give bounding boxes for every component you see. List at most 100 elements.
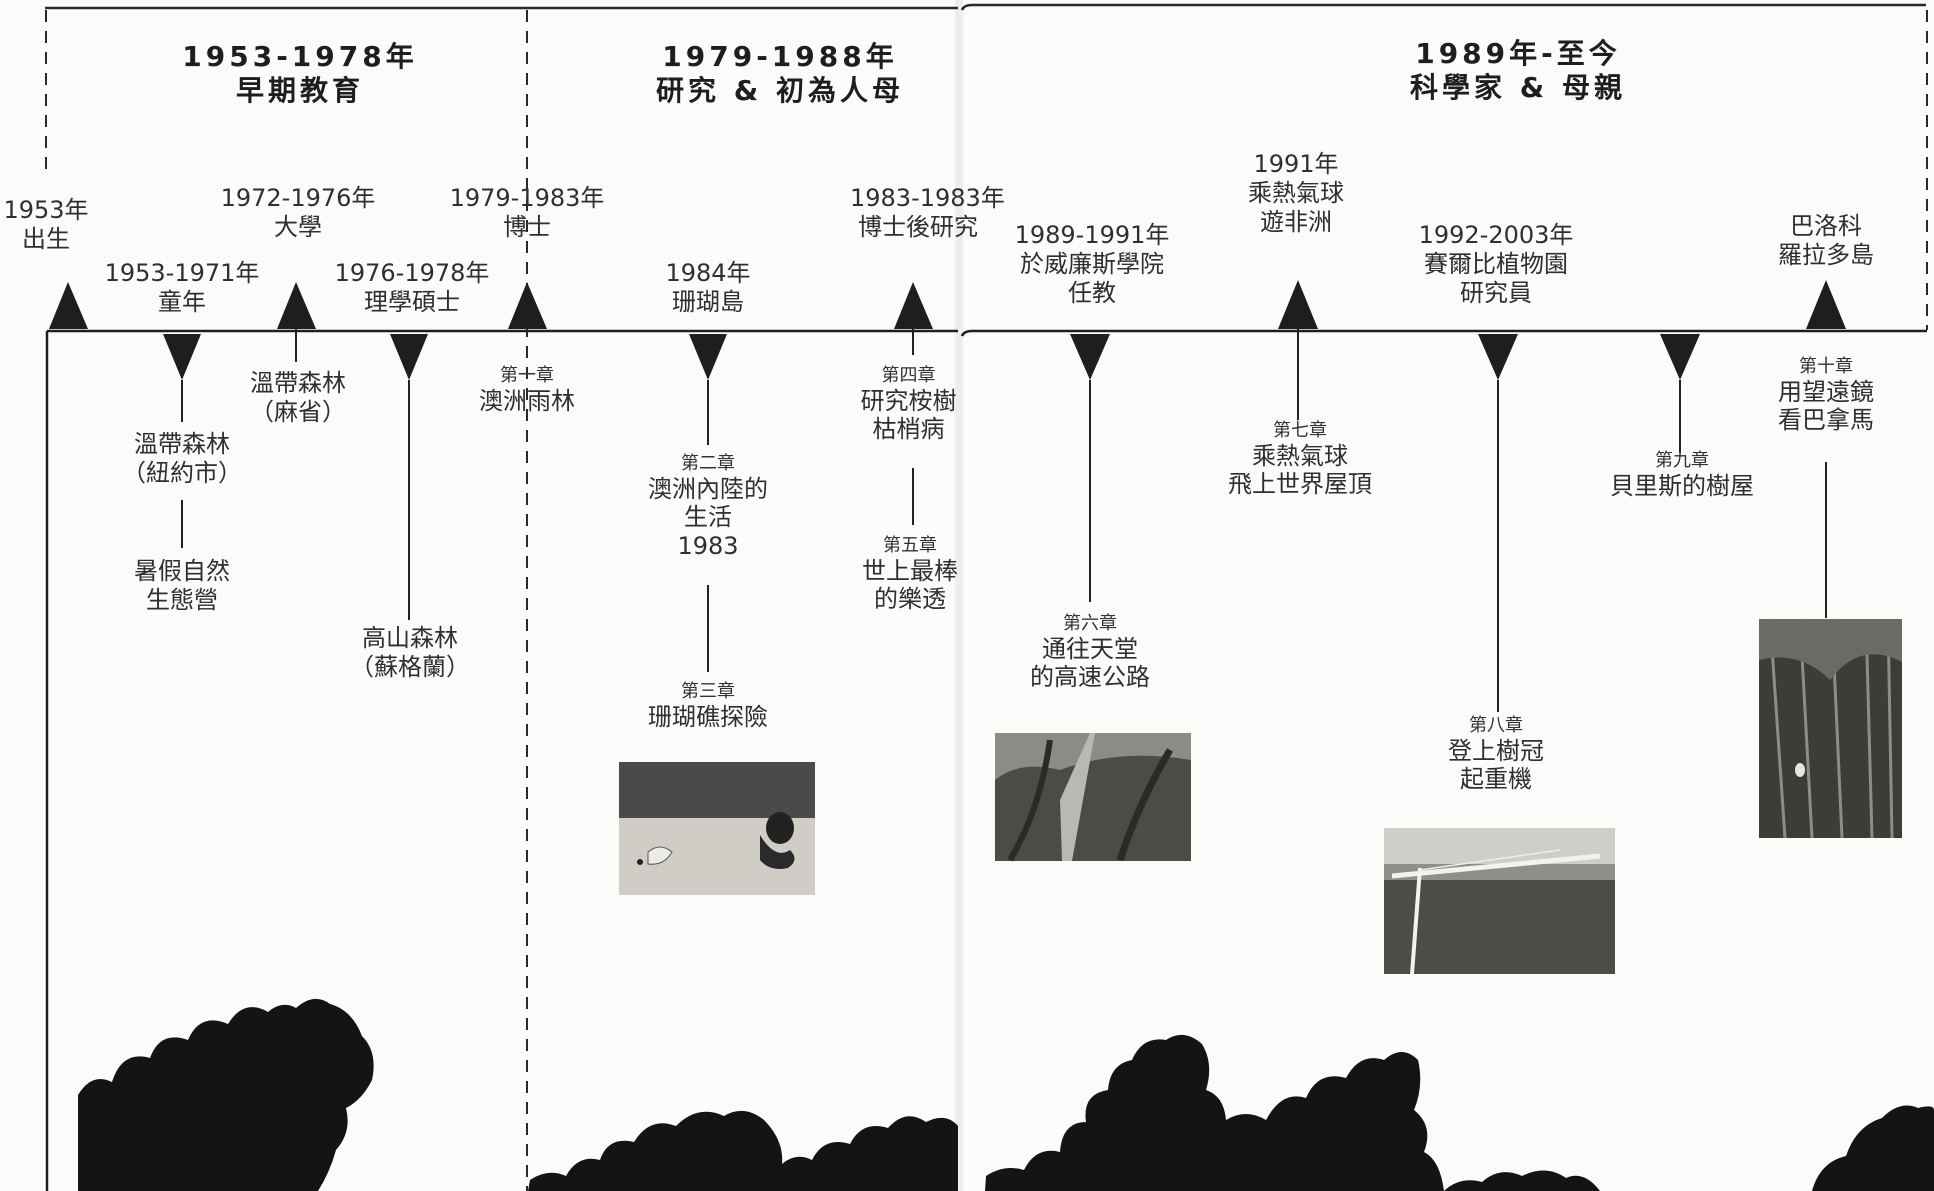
top-border-right: [960, 3, 1926, 11]
event-1953: 1953年 出生: [3, 196, 88, 254]
chapter-title: 登上樹冠: [1448, 736, 1544, 765]
place-text: （蘇格蘭）: [350, 652, 470, 681]
place-highland-forest-scotland: 高山森林 （蘇格蘭）: [350, 624, 470, 682]
event-1992-2003: 1992-2003年 賽爾比植物園 研究員: [1419, 221, 1574, 307]
chapter-7: 第七章 乘熱氣球 飛上世界屋頂: [1228, 420, 1372, 499]
event-text: 出生: [21, 224, 70, 253]
chapter-4: 第四章 研究桉樹 枯梢病: [860, 365, 957, 444]
tree-cluster-2: [528, 1110, 958, 1191]
event-1979-1983: 1979-1983年 博士: [450, 184, 605, 242]
event-text: 研究員: [1459, 278, 1532, 307]
event-text: 大學: [273, 212, 322, 241]
chapter-number: 第十章: [1799, 356, 1853, 377]
place-text: （紐約市）: [122, 458, 242, 487]
tree-cluster-5: [1812, 1105, 1934, 1191]
chapter-3: 第三章 珊瑚礁探險: [648, 681, 768, 731]
tree-cluster-1: [78, 998, 374, 1191]
event-date: 1989-1991年: [1014, 221, 1170, 249]
chapter-title: 飛上世界屋頂: [1228, 470, 1372, 499]
chapter-title: 起重機: [1460, 765, 1532, 794]
chapter-number: 第八章: [1469, 715, 1523, 736]
event-1989-1991: 1989-1991年 於威廉斯學院 任教: [1015, 221, 1170, 307]
event-marker-1991: [1278, 280, 1318, 329]
event-text: 任教: [1067, 278, 1116, 307]
event-marker-belize: [1660, 334, 1700, 380]
event-marker-1989: [1070, 334, 1110, 380]
chapter-title: 的樂透: [874, 585, 946, 614]
period-heading-1: 1953-1978年 早期教育: [182, 40, 417, 107]
event-marker-1984: [689, 334, 727, 380]
chapter-title: 用望遠鏡: [1778, 377, 1874, 406]
chapter-title: 枯梢病: [872, 415, 945, 444]
chapter-title: 乘熱氣球: [1252, 441, 1348, 470]
event-text: 童年: [157, 287, 206, 316]
event-date: 1953-1971年: [104, 259, 260, 287]
event-marker-barro: [1806, 280, 1846, 329]
photo-canopy-crane: [1384, 828, 1615, 975]
period-heading-3: 1989年-至今 科學家 & 母親: [1410, 37, 1626, 104]
chapter-title: 澳洲雨林: [479, 386, 575, 415]
event-date: 1983-1983年: [850, 184, 1005, 212]
event-text: 理學碩士: [363, 287, 460, 316]
event-marker-1992: [1478, 334, 1518, 380]
event-date: 1972-1976年: [220, 184, 376, 212]
chapter-number: 第二章: [681, 453, 735, 474]
period-1-title: 早期教育: [235, 73, 365, 107]
event-1983-postdoc: 1983-1983年 博士後研究: [850, 184, 1005, 242]
event-marker-1953: [49, 282, 88, 329]
event-marker-1972: [277, 282, 316, 329]
place-summer-camp: 暑假自然 生態營: [134, 557, 230, 615]
chapter-6: 第六章 通往天堂 的高速公路: [1030, 613, 1150, 692]
event-text: 博士: [502, 212, 551, 241]
event-1972-1976: 1972-1976年 大學: [221, 184, 376, 242]
event-1953-1971: 1953-1971年 童年: [105, 259, 260, 317]
event-1976-1978: 1976-1978年 理學碩士: [335, 259, 490, 317]
place-text: 暑假自然: [134, 557, 230, 585]
photo-panama-forest: [1759, 618, 1902, 839]
chapter-5: 第五章 世上最棒 的樂透: [862, 535, 958, 614]
event-date: 1976-1978年: [334, 259, 490, 287]
timeline-axis-right: [960, 329, 1927, 337]
tree-cluster-4: [1444, 1170, 1600, 1191]
event-date: 1979-1983年: [449, 184, 605, 212]
place-text: 生態營: [146, 585, 218, 614]
chapter-title: 通往天堂: [1042, 634, 1138, 663]
event-text: 於威廉斯學院: [1019, 249, 1164, 278]
chapter-title: 珊瑚礁探險: [648, 702, 768, 731]
chapter-title: 澳洲內陸的: [648, 474, 768, 503]
event-marker-1953-1971: [163, 334, 201, 380]
event-text: 博士後研究: [858, 212, 978, 241]
place-temperate-forest-mass: 溫帶森林 （麻省）: [250, 369, 346, 427]
period-2-years: 1979-1988年: [662, 40, 898, 73]
chapter-number: 第一章: [500, 365, 554, 386]
period-2-title: 研究 & 初為人母: [656, 73, 904, 107]
chapter-title: 生活: [684, 503, 732, 532]
event-text: 羅拉多島: [1778, 240, 1874, 269]
chapter-2: 第二章 澳洲內陸的 生活 1983: [648, 453, 768, 561]
period-3-years: 1989年-至今: [1415, 37, 1621, 70]
chapter-number: 第四章: [881, 365, 936, 386]
event-marker-1979: [508, 282, 547, 329]
event-date: 1992-2003年: [1418, 221, 1574, 249]
place-text: 高山森林: [362, 624, 458, 652]
chapter-title: 世上最棒: [862, 556, 958, 585]
place-text: 溫帶森林: [250, 369, 346, 397]
photo-coral-island-beach: [619, 762, 815, 895]
chapter-8: 第八章 登上樹冠 起重機: [1448, 715, 1544, 794]
photo-canopy-walkway: [995, 733, 1191, 862]
chapter-title: 1983: [677, 532, 739, 561]
event-1984: 1984年 珊瑚島: [665, 259, 750, 317]
place-text: （麻省）: [250, 397, 346, 426]
chapter-number: 第三章: [681, 681, 735, 702]
event-marker-1983: [894, 282, 933, 329]
chapter-title: 看巴拿馬: [1778, 406, 1874, 435]
chapter-9: 第九章 貝里斯的樹屋: [1610, 450, 1754, 500]
page-gutter: [955, 0, 963, 1191]
chapter-number: 第七章: [1273, 420, 1327, 441]
chapter-number: 第五章: [883, 535, 937, 556]
period-1-years: 1953-1978年: [182, 40, 418, 73]
period-3-title: 科學家 & 母親: [1410, 70, 1626, 104]
event-date: 1984年: [665, 259, 751, 287]
